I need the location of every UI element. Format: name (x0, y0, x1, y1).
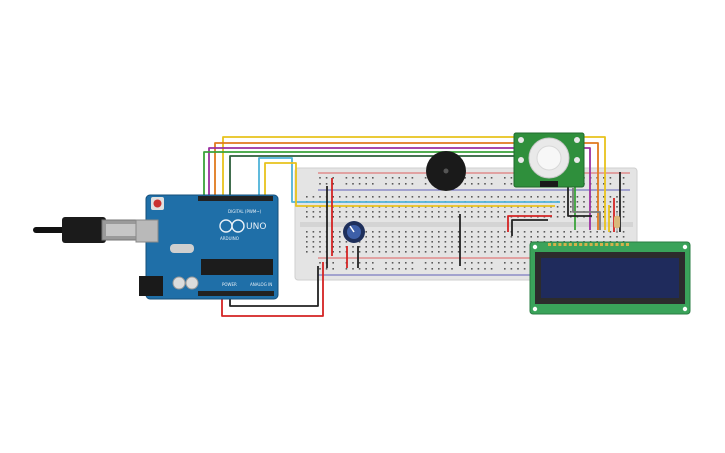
piezo-buzzer[interactable] (426, 151, 466, 191)
orange-wire (214, 142, 599, 230)
capacitor (185, 276, 199, 290)
power-analog-header (198, 291, 274, 296)
lcd-black-wire (511, 219, 548, 236)
usb-port (135, 219, 159, 243)
pir-motion-sensor[interactable] (513, 132, 585, 188)
purple-wire (208, 147, 591, 230)
pir-gray-wire (572, 188, 601, 230)
board-model: UNO (246, 222, 266, 232)
digital-label: DIGITAL (PWM~) (228, 209, 262, 214)
lcd-pin-header (548, 243, 629, 246)
potentiometer[interactable] (343, 221, 365, 243)
red-wire-bottom (221, 262, 324, 317)
digital-header (198, 196, 273, 201)
resistor (614, 212, 620, 232)
dark-wire (229, 155, 520, 196)
analog-label: ANALOG IN (250, 282, 272, 287)
pir-black-wire (567, 186, 592, 217)
reset-button[interactable] (153, 199, 162, 208)
power-jack (139, 276, 163, 296)
green-wire (203, 151, 576, 230)
lcd-red-wire (507, 215, 552, 232)
crystal (170, 244, 194, 253)
lcd-display-16x2[interactable] (529, 241, 691, 315)
usb-cable (33, 217, 141, 243)
yellow-wire (222, 136, 606, 230)
capacitor (172, 276, 186, 290)
arduino-uno-board[interactable]: UNO ARDUINO DIGITAL (PWM~) POWER ANALOG … (135, 194, 279, 300)
lcd-screen (541, 258, 679, 298)
yellow-wire-2 (264, 162, 555, 207)
atmega-chip (201, 259, 273, 275)
wires (203, 136, 621, 317)
cyan-wire (258, 157, 560, 203)
board-brand: ARDUINO (220, 236, 239, 241)
power-label: POWER (222, 282, 237, 287)
